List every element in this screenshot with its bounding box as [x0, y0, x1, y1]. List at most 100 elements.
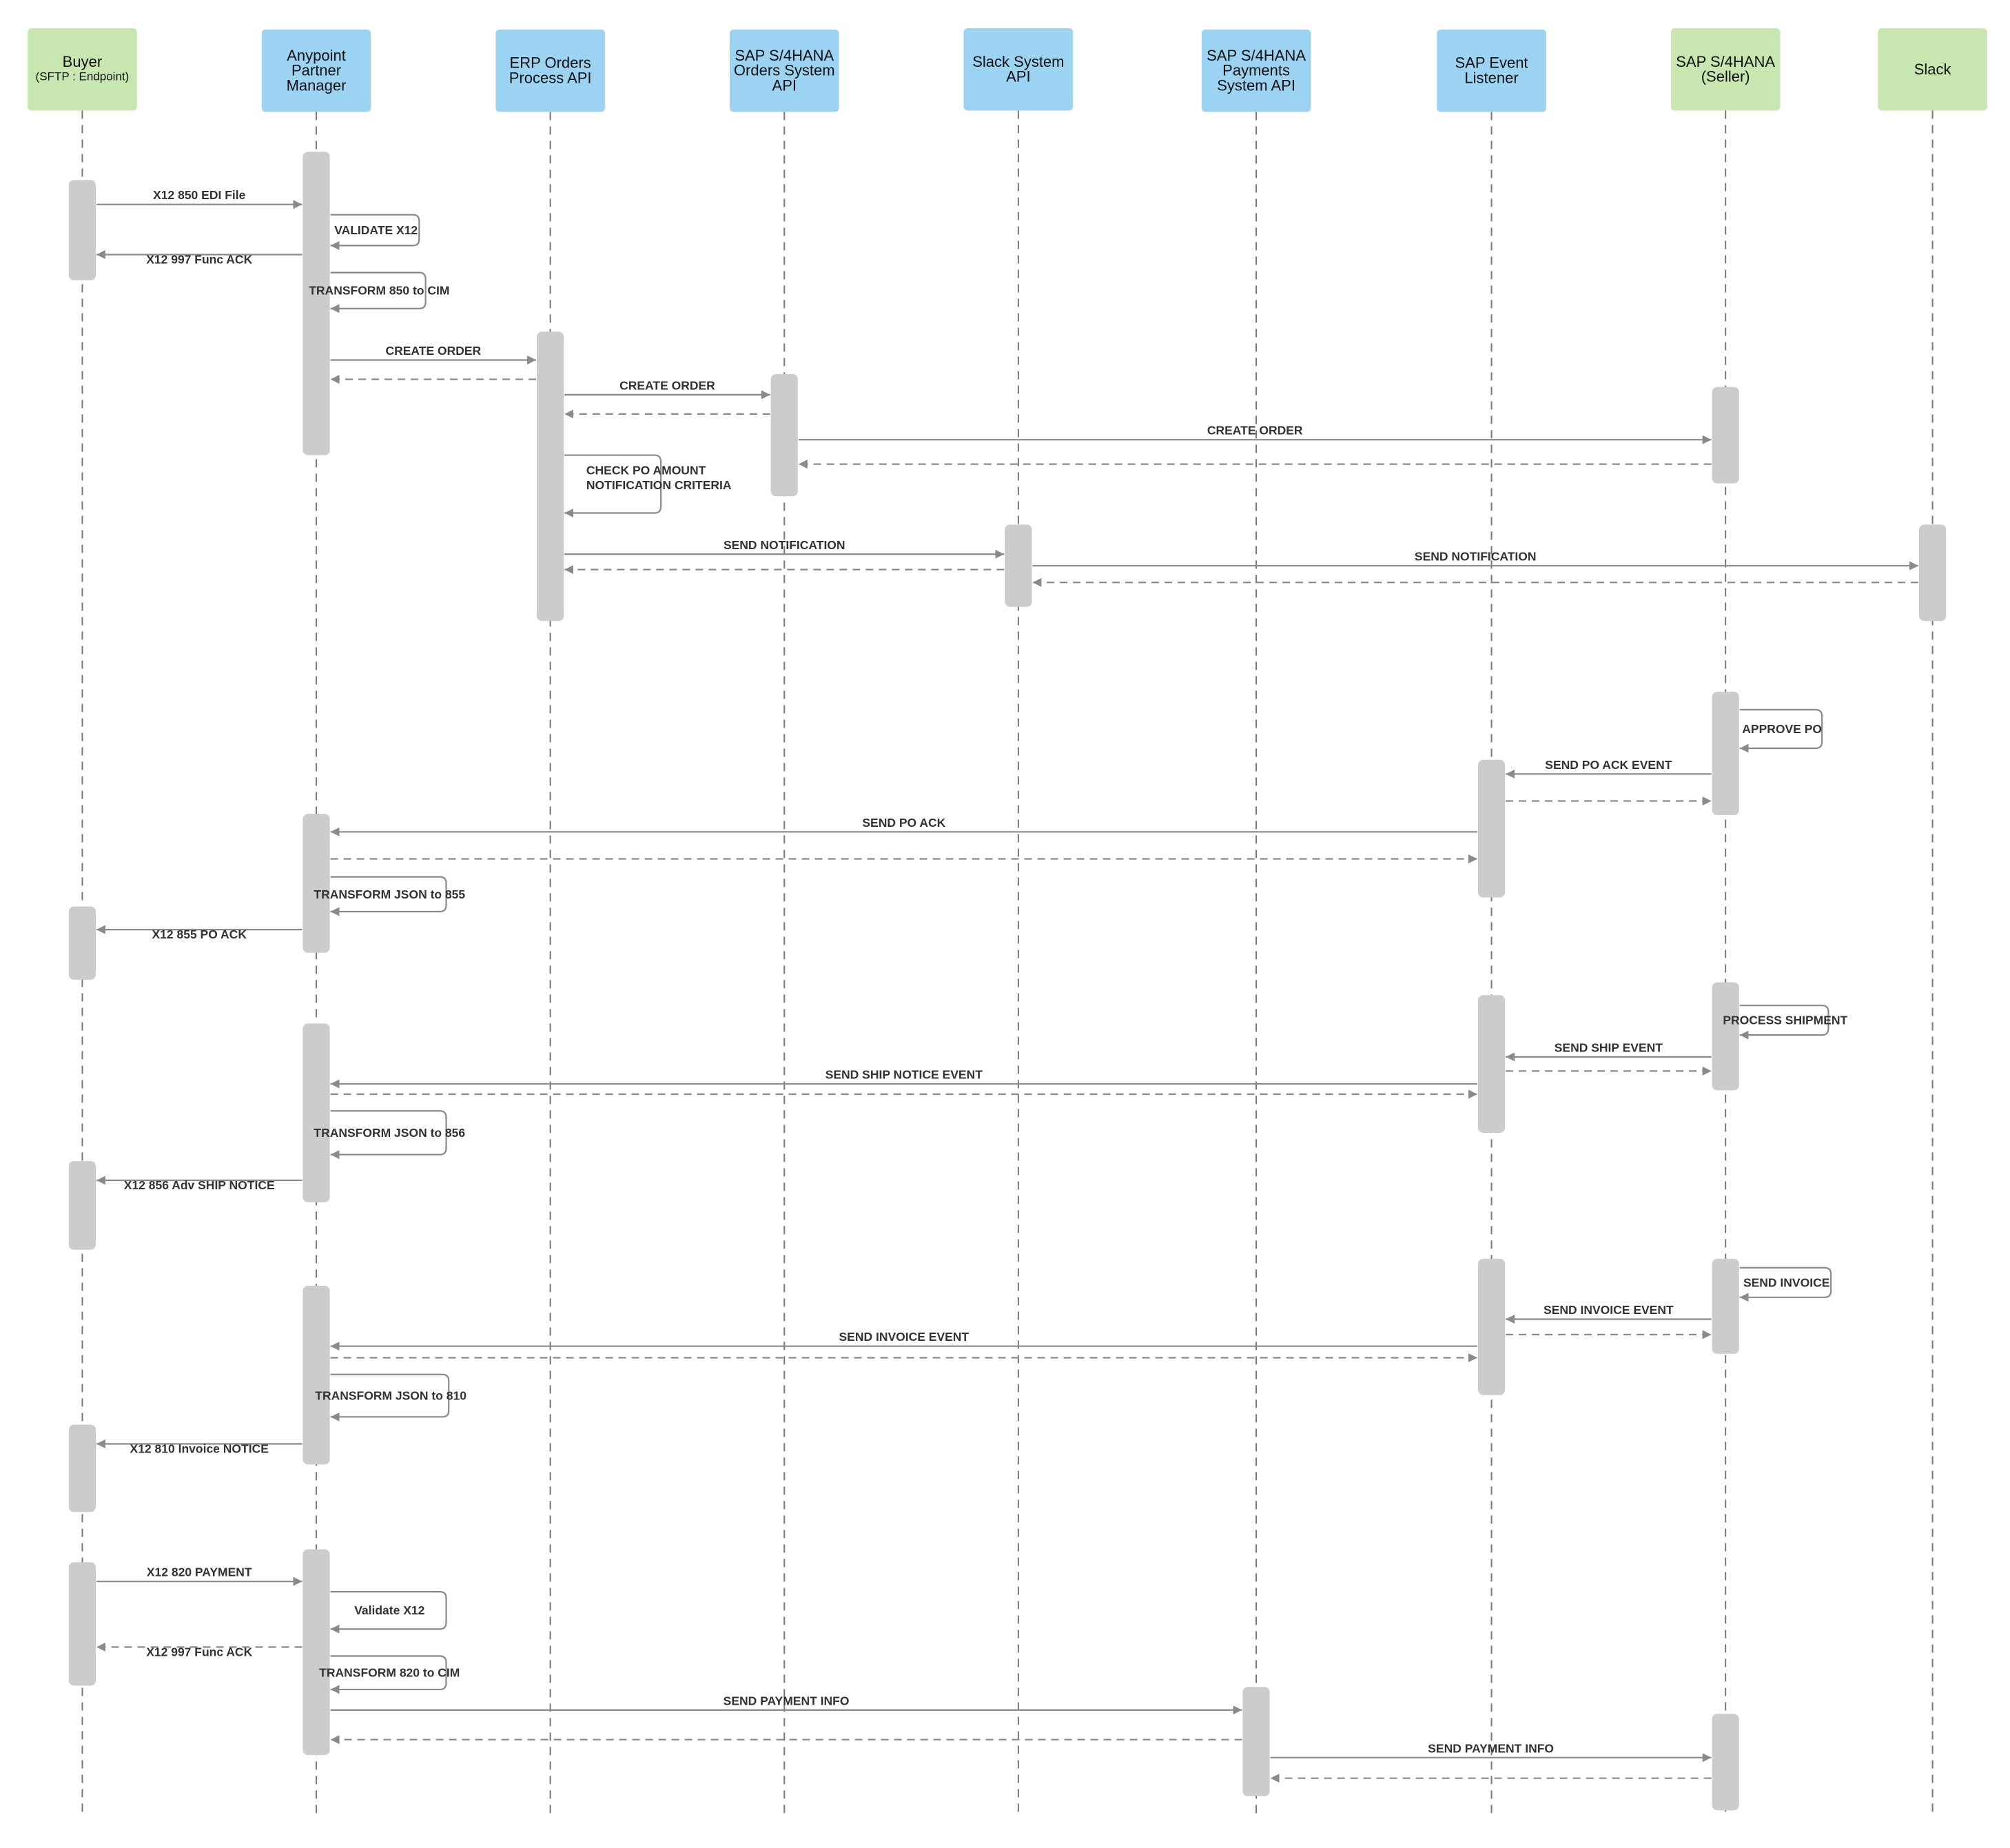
message-label: X12 855 PO ACK: [152, 927, 247, 941]
self-message-arrow: [330, 1655, 447, 1694]
activation-bar: [770, 374, 798, 497]
activation-bar: [1005, 524, 1032, 607]
message-label: SEND PAYMENT INFO: [724, 1694, 850, 1707]
self-message-arrow: [330, 1110, 447, 1160]
self-message-arrow: [330, 1591, 447, 1634]
message-label: SEND PO ACK: [862, 816, 945, 830]
message: X12 850 EDI File: [96, 188, 302, 209]
activation-bar: [302, 152, 330, 455]
message-label: CREATE ORDER: [385, 344, 481, 358]
self-message-arrow: [330, 214, 420, 250]
participant-label: SAP S/4HANA: [1676, 53, 1775, 70]
participant-label: Process API: [509, 70, 592, 87]
participant-label: SAP S/4HANA: [1207, 47, 1306, 64]
message-label: X12 820 PAYMENT: [147, 1565, 252, 1579]
activation-bar: [1712, 982, 1739, 1091]
participant-sap-seller: SAP S/4HANA(Seller): [1670, 28, 1781, 111]
participant-box: [1670, 28, 1781, 111]
participant-label: System API: [1217, 76, 1295, 94]
message-label: PROCESS SHIPMENT: [1723, 1014, 1847, 1027]
participant-label: API: [1006, 68, 1030, 85]
participant-label: Orders System: [734, 62, 835, 79]
message: X12 997 Func ACK: [96, 249, 302, 267]
lifelines: [81, 110, 1934, 1816]
participant-label: Listener: [1464, 70, 1518, 87]
participant-label: Partner: [291, 62, 341, 79]
activation-bar: [68, 1160, 96, 1250]
activation-bar: [1712, 387, 1739, 484]
message: X12 997 Func ACK: [96, 1642, 302, 1659]
message: CREATE ORDER: [330, 344, 537, 365]
activation-bar: [68, 1424, 96, 1512]
self-message-arrow: [1739, 1266, 1832, 1302]
message: CREATE ORDER: [564, 378, 770, 400]
participant-label: Anypoint: [287, 47, 346, 64]
message: SEND PAYMENT INFO: [1270, 1741, 1712, 1763]
message-label: X12 856 Adv SHIP NOTICE: [124, 1178, 275, 1192]
activation-bar: [1712, 691, 1739, 816]
message-label: SEND INVOICE: [1743, 1275, 1829, 1289]
message-label: SEND SHIP NOTICE EVENT: [825, 1068, 983, 1082]
message: X12 855 PO ACK: [96, 925, 302, 941]
activation-bar: [302, 1549, 330, 1756]
message: SEND INVOICE: [1739, 1266, 1832, 1302]
message-label: SEND NOTIFICATION: [724, 538, 845, 552]
message-label: Validate X12: [354, 1603, 424, 1617]
message: SEND SHIP EVENT: [1506, 1040, 1712, 1062]
message-label: CHECK PO AMOUNT: [586, 464, 706, 478]
participant-label: (Seller): [1701, 68, 1750, 85]
activation-bar: [1477, 759, 1506, 898]
participant-box: [1437, 29, 1546, 112]
participant-label: SAP Event: [1455, 54, 1528, 72]
self-message-arrow: [1739, 708, 1823, 753]
message: TRANSFORM 850 to CIM: [309, 271, 449, 314]
activation-bar: [302, 814, 330, 953]
participant-label: API: [772, 76, 797, 94]
participant-box: [495, 29, 605, 112]
participant-headers: Buyer(SFTP : Endpoint)AnypointPartnerMan…: [28, 28, 1987, 112]
message: APPROVE PO: [1739, 708, 1823, 753]
activation-bar: [68, 180, 96, 280]
message: X12 820 PAYMENT: [96, 1565, 302, 1586]
message: TRANSFORM 820 to CIM: [319, 1655, 460, 1694]
participant-box: [963, 28, 1074, 111]
message-label: SEND PAYMENT INFO: [1428, 1741, 1554, 1755]
participant-sublabel: (SFTP : Endpoint): [36, 70, 130, 83]
participant-buyer: Buyer(SFTP : Endpoint): [28, 28, 137, 111]
message: TRANSFORM JSON to 855: [314, 876, 465, 916]
message-label: APPROVE PO: [1742, 722, 1822, 736]
activation-bar: [302, 1023, 330, 1202]
message: CREATE ORDER: [798, 424, 1712, 444]
self-message-arrow: [1739, 1005, 1829, 1040]
message: SEND NOTIFICATION: [1032, 550, 1919, 571]
participant-box: [261, 29, 371, 112]
message: SEND SHIP NOTICE EVENT: [330, 1068, 1478, 1089]
message-label: TRANSFORM JSON to 855: [314, 887, 465, 901]
self-message-arrow: [564, 454, 662, 518]
message: SEND PO ACK EVENT: [1506, 758, 1712, 779]
message-label: X12 810 Invoice NOTICE: [130, 1442, 269, 1456]
message: X12 810 Invoice NOTICE: [96, 1439, 302, 1456]
message-label: CREATE ORDER: [1207, 424, 1303, 438]
activation-bar: [68, 906, 96, 980]
message-label: X12 997 Func ACK: [146, 253, 252, 267]
message: TRANSFORM JSON to 810: [315, 1373, 466, 1421]
message-label: SEND PO ACK EVENT: [1545, 758, 1672, 772]
participant-slack: Slack: [1878, 28, 1987, 111]
activation-bar: [537, 331, 564, 622]
activation-bar: [68, 1562, 96, 1686]
activation-bar: [1919, 524, 1947, 622]
activation-bar: [1712, 1258, 1739, 1354]
self-message-arrow: [330, 271, 427, 314]
activation-bar: [302, 1286, 330, 1465]
message: Validate X12: [330, 1591, 447, 1634]
participant-box: [729, 29, 839, 112]
participant-label: Buyer: [63, 53, 102, 70]
